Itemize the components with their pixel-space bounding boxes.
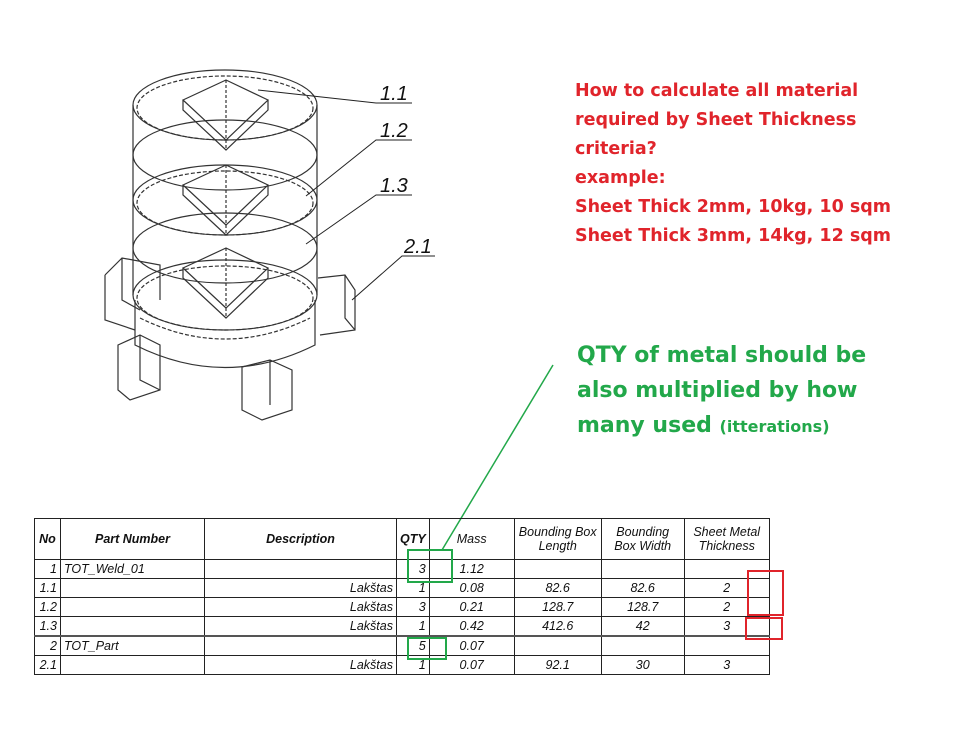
label-1-2: 1.2: [380, 120, 408, 142]
table-cell: 2.1: [34, 655, 61, 675]
note-aside: (itterations): [719, 417, 830, 436]
header-bb-width: Bounding Box Width: [600, 518, 685, 560]
note-line: many used: [577, 413, 712, 438]
table-cell: 42: [600, 616, 685, 637]
table-cell: [204, 559, 397, 579]
table-cell: 1.2: [34, 597, 61, 617]
table-cell: [60, 578, 205, 598]
table-cell: 128.7: [513, 597, 602, 617]
header-mass: Mass: [428, 518, 515, 560]
question-text: How to calculate all material required b…: [575, 77, 891, 251]
header-part-number: Part Number: [60, 518, 205, 560]
table-cell: 412.6: [513, 616, 602, 637]
table-cell: 128.7: [600, 597, 685, 617]
table-cell: 0.21: [428, 597, 515, 617]
table-cell: 30: [600, 655, 685, 675]
table-cell: [60, 597, 205, 617]
table-cell: TOT_Weld_01: [60, 559, 205, 579]
table-cell: 0.08: [428, 578, 515, 598]
table-cell: 82.6: [600, 578, 685, 598]
note-line: also multiplied by how: [577, 378, 858, 403]
note-line: QTY of metal should be: [577, 343, 867, 368]
bom-table: No Part Number Description QTY Mass Boun…: [34, 518, 770, 675]
table-cell: 0.42: [428, 616, 515, 637]
table-cell: [60, 655, 205, 675]
table-cell: 3: [683, 655, 770, 675]
table-cell: [600, 635, 685, 656]
thickness-highlight-3mm: [745, 617, 783, 640]
table-cell: 82.6: [513, 578, 602, 598]
question-line: required by Sheet Thickness: [575, 110, 857, 130]
table-cell: [600, 559, 685, 579]
table-cell: TOT_Part: [60, 635, 205, 656]
header-bb-length: Bounding Box Length: [513, 518, 602, 560]
table-cell: 1.3: [34, 616, 61, 637]
label-2-1: 2.1: [403, 236, 432, 258]
table-cell: Lakštas: [204, 616, 397, 637]
thickness-highlight-2mm: [747, 570, 784, 616]
question-line: Sheet Thick 2mm, 10kg, 10 sqm: [575, 197, 892, 217]
table-cell: 1: [396, 616, 430, 637]
table-cell: Lakštas: [204, 655, 397, 675]
header-description: Description: [204, 518, 397, 560]
table-cell: [513, 635, 602, 656]
table-cell: 1.1: [34, 578, 61, 598]
table-cell: [513, 559, 602, 579]
qty-highlight-weld: [407, 549, 453, 583]
question-line: Sheet Thick 3mm, 14kg, 12 sqm: [575, 226, 892, 246]
table-cell: 3: [396, 597, 430, 617]
question-line: example:: [575, 168, 666, 188]
table-cell: [204, 635, 397, 656]
table-cell: 2: [34, 635, 61, 656]
table-cell: Lakštas: [204, 578, 397, 598]
question-line: How to calculate all material: [575, 81, 859, 101]
label-1-1: 1.1: [380, 83, 408, 105]
label-1-3: 1.3: [380, 175, 408, 197]
table-cell: [60, 616, 205, 637]
header-row: No Part Number Description QTY Mass Boun…: [34, 518, 770, 560]
qty-highlight-part: [407, 637, 447, 660]
table-cell: Lakštas: [204, 597, 397, 617]
table-cell: 1: [34, 559, 61, 579]
note-text: QTY of metal should be also multiplied b…: [577, 338, 866, 444]
table-cell: 92.1: [513, 655, 602, 675]
header-thickness: Sheet Metal Thickness: [683, 518, 770, 560]
header-qty: QTY: [396, 518, 430, 560]
header-no: No: [34, 518, 61, 560]
question-line: criteria?: [575, 139, 657, 159]
